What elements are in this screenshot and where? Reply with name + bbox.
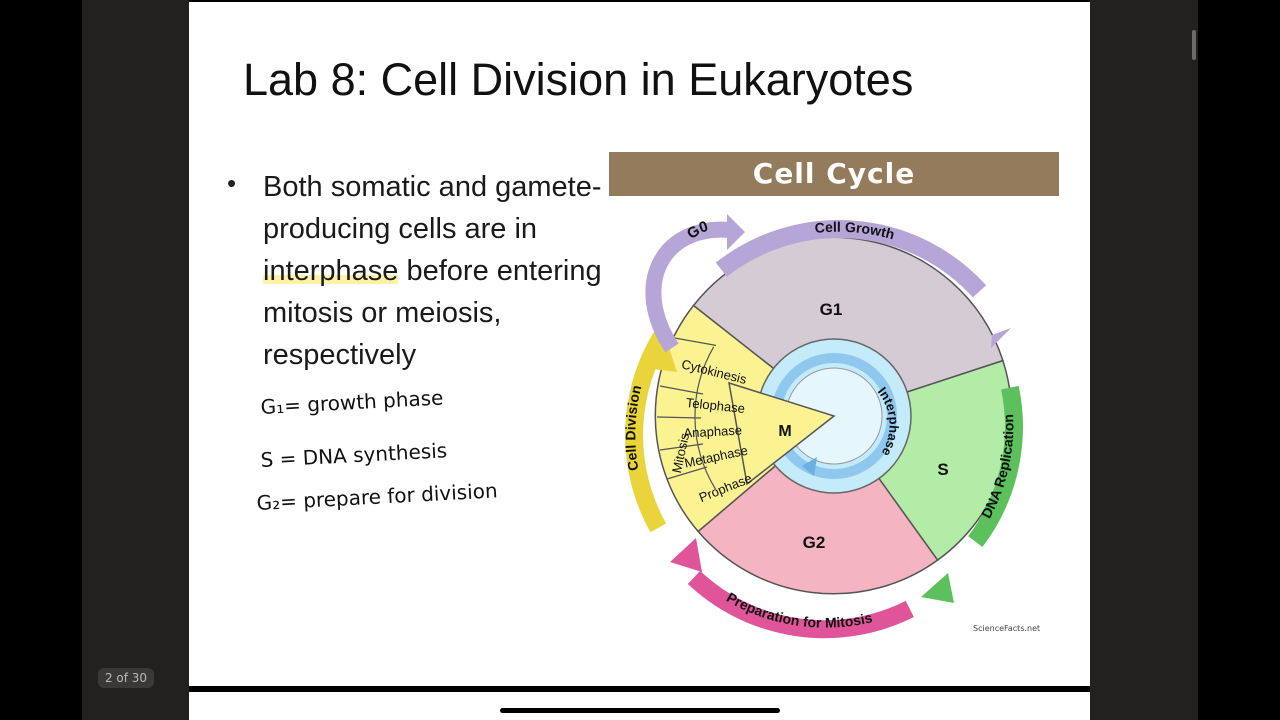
note-g2: G₂= prepare for division [256,478,498,515]
m-label: M [778,423,791,440]
s-label: S [937,460,948,479]
m-wedge [728,381,836,486]
telophase-label: Telophase [685,395,746,416]
g2-label: G2 [803,533,826,552]
sciencefacts-logo: ScienceFacts.net [973,624,1041,633]
division-arrow-band [625,325,674,533]
slide-page[interactable]: Lab 8: Cell Division in Eukaryotes • Bot… [189,2,1090,686]
g1-label: G1 [820,300,843,319]
note-g1: G₁= growth phase [260,385,444,419]
interphase-arrowhead-icon [802,457,817,476]
bullet-text-before: Both somatic and gamete-producing cells … [263,171,602,245]
stage-divider [668,336,717,346]
right-margin [1090,0,1198,720]
next-slide-peek[interactable] [189,692,1090,720]
cell-cycle-header: Cell Cycle [609,152,1059,196]
stage-divider [666,466,708,480]
stage-divider [656,416,702,419]
bullet-text-after: before entering mitosis or meiosis, resp… [263,255,602,371]
left-margin [82,0,189,720]
bullet-text: Both somatic and gamete-producing cells … [263,166,623,376]
scroll-indicator[interactable] [1192,30,1196,60]
growth-arrow-band [715,220,987,298]
anaphase-label: Anaphase [683,422,742,440]
page-counter: 2 of 30 [98,668,154,688]
stage-divider [659,443,704,451]
preparation-label: Preparation for Mitosis [724,589,874,631]
bullet-dot: • [227,168,237,198]
growth-arrowhead-icon [991,328,1011,348]
slide-title: Lab 8: Cell Division in Eukaryotes [243,54,914,105]
replication-arrowhead-icon [921,573,954,603]
note-s: S = DNA synthesis [260,438,448,472]
highlighted-word: interphase [263,255,399,287]
preparation-arrowhead-icon [670,538,702,572]
replication-arrow-band [968,385,1023,548]
cell-division-label: Cell Division [622,384,644,472]
home-indicator[interactable] [500,708,780,713]
preparation-arrow-band [687,570,914,639]
division-arrowhead-icon [645,336,677,372]
g0-loop-arrow [645,221,732,353]
stage-divider [659,385,704,395]
g2-sector [697,414,939,595]
cell-cycle-diagram: Cell Growth DNA Replication Preparation … [622,214,1023,639]
g0-arrowhead-icon [727,214,745,250]
